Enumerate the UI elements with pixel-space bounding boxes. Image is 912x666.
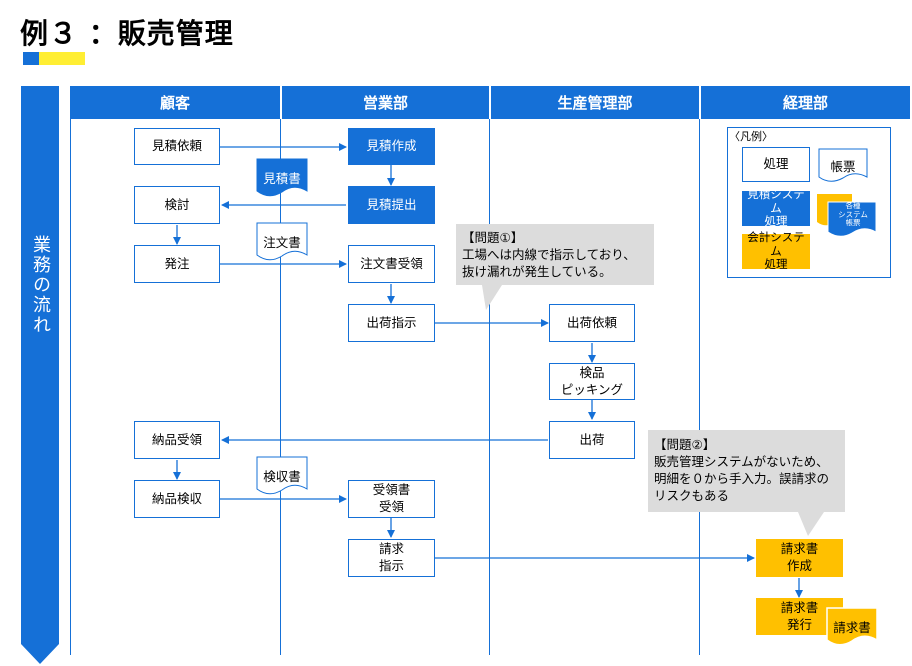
node-review: 検討 bbox=[134, 186, 220, 224]
legend-system-doc-label: 各種 システム 帳票 bbox=[838, 201, 868, 228]
legend-accounting-system: 会計システム 処理 bbox=[742, 230, 810, 271]
node-shipping: 出荷 bbox=[549, 421, 635, 459]
callout-problem2: 【問題②】 販売管理システムがないため、 明細を０から手入力。誤請求の リスクも… bbox=[654, 437, 830, 503]
node-estimate-create: 見積作成 bbox=[348, 128, 435, 165]
node-order-receipt: 注文書受領 bbox=[348, 245, 435, 283]
legend-title: 〈凡例〉 bbox=[729, 130, 773, 143]
flow-arrow bbox=[21, 86, 59, 664]
doc-order-sheet-label: 注文書 bbox=[263, 235, 301, 250]
node-billing-instruction: 請求 指示 bbox=[348, 539, 435, 577]
node-inspection-picking: 検品 ピッキング bbox=[549, 363, 635, 400]
title-accent-yellow bbox=[39, 52, 85, 65]
node-receipt-received: 受領書 受領 bbox=[348, 480, 435, 518]
lane-divider bbox=[70, 119, 71, 655]
flow-label: 業務の流れ bbox=[30, 235, 51, 335]
doc-estimate-sheet-label: 見積書 bbox=[263, 171, 301, 186]
node-estimate-request: 見積依頼 bbox=[134, 128, 220, 165]
callout-problem1: 【問題①】 工場へは内線で指示しており、 抜け漏れが発生している。 bbox=[462, 230, 636, 279]
doc-inspection-sheet bbox=[256, 456, 308, 495]
legend-process: 処理 bbox=[742, 147, 810, 182]
lane-header-accounting: 経理部 bbox=[700, 86, 910, 119]
node-delivery-inspection: 納品検収 bbox=[134, 480, 220, 518]
legend-voucher-shape bbox=[818, 148, 868, 182]
node-shipping-request: 出荷依頼 bbox=[549, 304, 635, 342]
node-invoice-create: 請求書 作成 bbox=[756, 539, 843, 577]
doc-invoice-label: 請求書 bbox=[833, 620, 871, 635]
page-title: 例３ ：販売管理 bbox=[20, 17, 234, 50]
lane-header-sales: 営業部 bbox=[281, 86, 489, 119]
node-order: 発注 bbox=[134, 245, 220, 283]
lane-divider bbox=[699, 119, 700, 655]
doc-estimate-sheet bbox=[256, 158, 308, 197]
lane-divider bbox=[489, 119, 490, 655]
title-accent-blue bbox=[23, 52, 39, 65]
callout-problem2-bubble bbox=[648, 430, 845, 536]
doc-invoice bbox=[826, 607, 878, 646]
node-estimate-submit: 見積提出 bbox=[348, 186, 435, 224]
doc-order-sheet bbox=[256, 222, 308, 261]
callout-problem1-bubble bbox=[456, 224, 654, 310]
legend-estimate-system: 見積システム 処理 bbox=[742, 187, 810, 228]
node-delivery-receipt: 納品受領 bbox=[134, 421, 220, 459]
node-shipping-instruction: 出荷指示 bbox=[348, 304, 435, 342]
legend-voucher-label: 帳票 bbox=[830, 159, 856, 174]
lane-header-customer: 顧客 bbox=[70, 86, 280, 119]
legend-system-doc-shape bbox=[817, 194, 877, 237]
lane-divider bbox=[280, 119, 281, 655]
lane-header-production: 生産管理部 bbox=[490, 86, 699, 119]
doc-inspection-sheet-label: 検収書 bbox=[263, 469, 301, 484]
